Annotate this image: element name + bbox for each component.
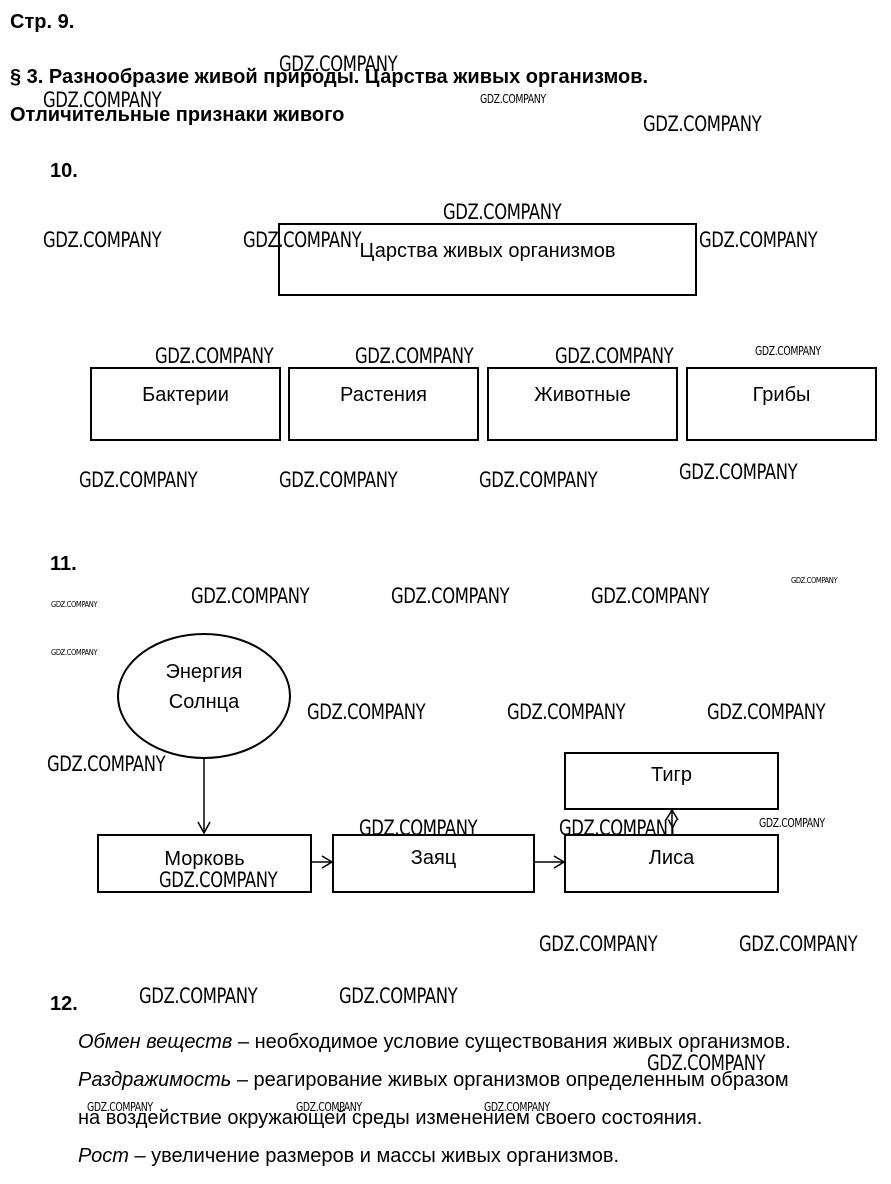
watermark: GDZ.COMPANY: [43, 228, 162, 252]
watermark: GDZ.COMPANY: [555, 344, 674, 368]
fox-label: Лиса: [648, 847, 695, 869]
hare-label: Заяц: [410, 847, 457, 869]
watermark: GDZ.COMPANY: [507, 700, 626, 724]
definition-irritability: Раздражимость – реагирование живых орган…: [78, 1069, 789, 1092]
kingdom-label: Бактерии: [142, 384, 229, 406]
watermark: GDZ.COMPANY: [51, 648, 98, 657]
watermark: GDZ.COMPANY: [155, 344, 274, 368]
watermark: GDZ.COMPANY: [243, 228, 362, 252]
tiger-label: Тигр: [651, 764, 692, 786]
definition-text: – реагирование живых организмов определе…: [231, 1069, 789, 1091]
watermark: GDZ.COMPANY: [139, 984, 258, 1008]
carrot-label: Морковь: [164, 848, 245, 870]
section-subtitle: Отличительные признаки живого: [10, 104, 345, 126]
watermark: GDZ.COMPANY: [559, 816, 678, 840]
term-irritability: Раздражимость: [78, 1069, 232, 1091]
watermark: GDZ.COMPANY: [739, 932, 858, 956]
definition-metabolism: Обмен веществ – необходимое условие суще…: [78, 1031, 791, 1054]
watermark: GDZ.COMPANY: [359, 816, 478, 840]
tiger-box: Тигр: [564, 752, 779, 810]
watermark: GDZ.COMPANY: [679, 460, 798, 484]
task-11-number: 11.: [50, 553, 77, 575]
watermark: GDZ.COMPANY: [755, 344, 821, 358]
page-number: Стр. 9.: [10, 11, 75, 33]
watermark: GDZ.COMPANY: [643, 112, 762, 136]
task-10-number: 10.: [50, 160, 78, 182]
kingdom-box-animals: Животные: [487, 367, 678, 441]
definition-irritability-continued: на воздействие окружающей среды изменени…: [78, 1107, 703, 1129]
hare-box: Заяц: [332, 834, 535, 893]
fox-box: Лиса: [564, 834, 779, 893]
section-title: § 3. Разнообразие живой природы. Царства…: [10, 66, 649, 88]
definition-text: – увеличение размеров и массы живых орга…: [128, 1145, 620, 1167]
watermark: GDZ.COMPANY: [539, 932, 658, 956]
watermark: GDZ.COMPANY: [339, 984, 458, 1008]
watermark: GDZ.COMPANY: [47, 752, 166, 776]
arrowhead-down-icon: [197, 821, 211, 835]
watermark: GDZ.COMPANY: [43, 88, 162, 112]
watermark: GDZ.COMPANY: [51, 600, 98, 609]
definition-growth: Рост – увеличение размеров и массы живых…: [78, 1145, 619, 1168]
kingdom-label: Грибы: [752, 384, 811, 406]
watermark: GDZ.COMPANY: [791, 576, 838, 585]
watermark: GDZ.COMPANY: [279, 468, 398, 492]
term-metabolism: Обмен веществ: [78, 1031, 233, 1053]
watermark: GDZ.COMPANY: [355, 344, 474, 368]
definition-text: – необходимое условие существования живы…: [232, 1031, 791, 1053]
carrot-box: Морковь: [97, 834, 312, 893]
watermark: GDZ.COMPANY: [307, 700, 426, 724]
sun-energy-label: Энергия Солнца: [118, 657, 290, 717]
watermark: GDZ.COMPANY: [707, 700, 826, 724]
kingdom-label: Животные: [534, 384, 631, 406]
watermark: GDZ.COMPANY: [699, 228, 818, 252]
watermark: GDZ.COMPANY: [647, 1051, 766, 1075]
watermark: GDZ.COMPANY: [759, 816, 825, 830]
watermark: GDZ.COMPANY: [591, 584, 710, 608]
kingdoms-root-box: Царства живых организмов: [278, 223, 697, 296]
sun-energy-line1: Энергия: [165, 661, 243, 683]
task-12-number: 12.: [50, 993, 78, 1015]
kingdoms-root-label: Царства живых организмов: [359, 240, 616, 262]
watermark: GDZ.COMPANY: [279, 52, 398, 76]
kingdom-box-fungi: Грибы: [686, 367, 877, 441]
watermark: GDZ.COMPANY: [443, 200, 562, 224]
watermark: GDZ.COMPANY: [480, 92, 546, 106]
arrowhead-up-icon: [665, 808, 679, 821]
term-growth: Рост: [78, 1145, 129, 1167]
watermark: GDZ.COMPANY: [296, 1100, 362, 1114]
watermark: GDZ.COMPANY: [87, 1100, 153, 1114]
kingdom-box-bacteria: Бактерии: [90, 367, 281, 441]
sun-energy-line2: Солнца: [168, 691, 240, 713]
kingdom-box-plants: Растения: [288, 367, 479, 441]
watermark: GDZ.COMPANY: [391, 584, 510, 608]
watermark: GDZ.COMPANY: [159, 868, 278, 892]
watermark: GDZ.COMPANY: [191, 584, 310, 608]
kingdom-label: Растения: [340, 384, 427, 406]
watermark: GDZ.COMPANY: [79, 468, 198, 492]
watermark: GDZ.COMPANY: [484, 1100, 550, 1114]
watermark: GDZ.COMPANY: [479, 468, 598, 492]
